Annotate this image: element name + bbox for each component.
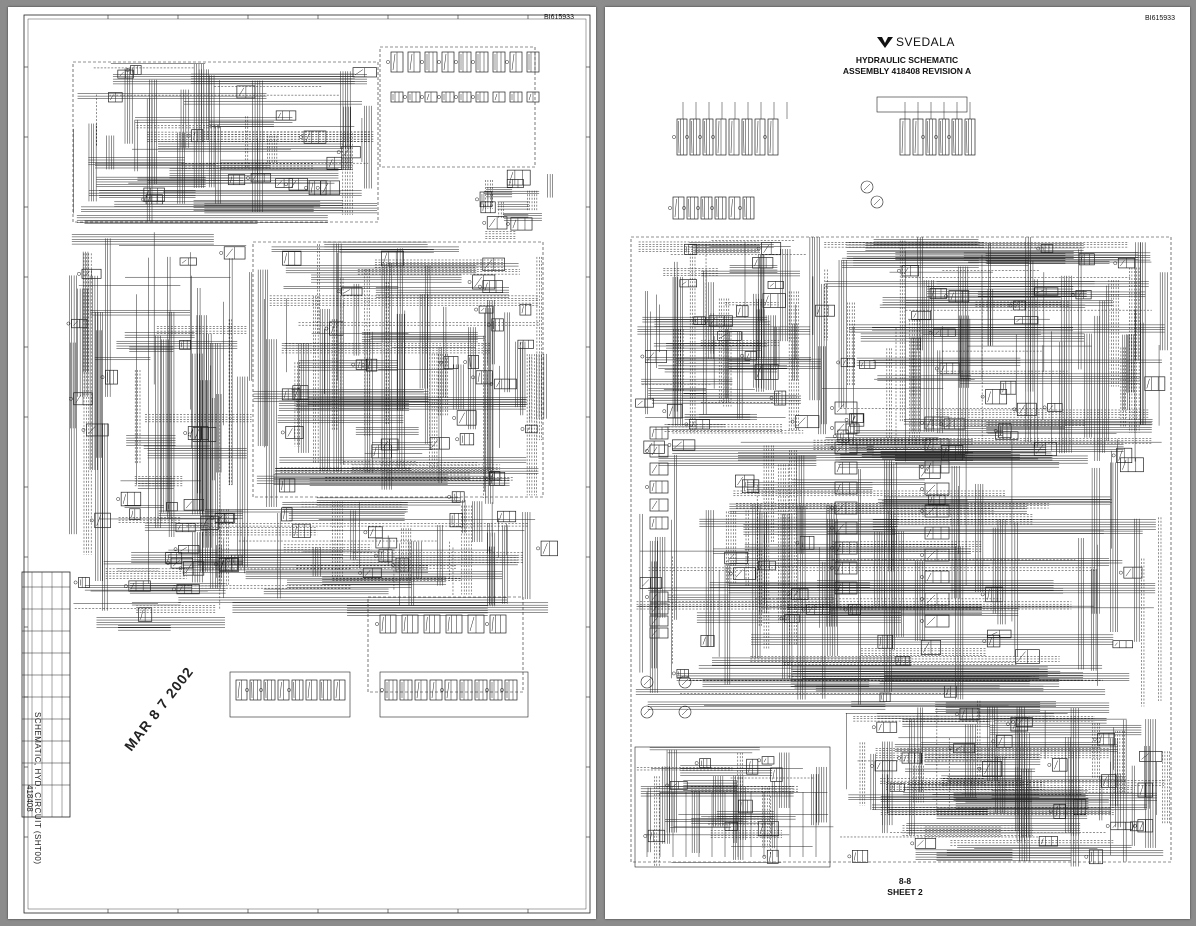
sheet-number: SHEET 2 [887,887,923,897]
svedala-logo: SVEDALA [877,34,955,50]
titleblock-title: SCHEMATIC, HYD. CIRCUIT (SHT00) [33,712,42,865]
schematic-title: HYDRAULIC SCHEMATIC ASSEMBLY 418408 REVI… [837,55,977,77]
hydraulic-schematic-drawing-right [630,96,1172,868]
titleblock-number: 418408 [25,785,34,812]
logo-text: SVEDALA [896,35,955,49]
chevron-logo-icon [877,37,893,48]
schematic-page-right: BI615933 SVEDALA HYDRAULIC SCHEMATIC ASS… [605,7,1190,919]
page-number: 8-8 [898,876,912,886]
title-line-1: HYDRAULIC SCHEMATIC [855,55,959,65]
schematic-page-left: BI615933 MAR 8 7 2002 SCHEMATIC, HYD. CI… [8,7,596,919]
sheet-label: 8-8 SHEET 2 [875,876,935,898]
document-id: BI615933 [544,14,574,21]
title-line-2: ASSEMBLY 418408 REVISION A [842,66,972,76]
hydraulic-schematic-drawing-left [21,14,591,914]
document-id: BI615933 [1145,15,1175,22]
